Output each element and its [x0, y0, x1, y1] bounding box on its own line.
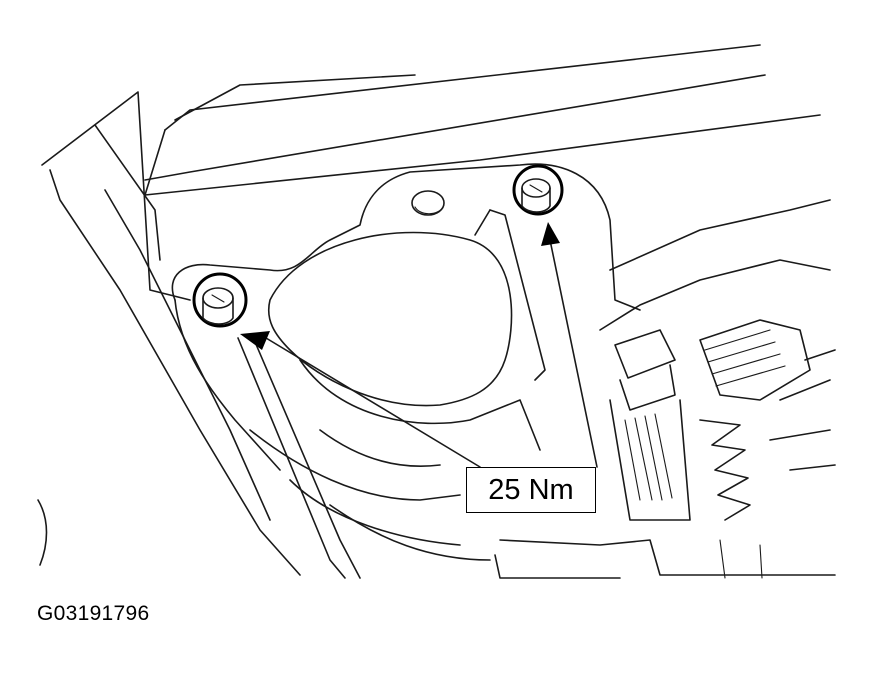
- cover-side: [144, 129, 166, 196]
- mount-lower-body: [249, 429, 461, 546]
- cover-top-edge: [174, 74, 416, 121]
- bolt-right-icon: [512, 164, 564, 216]
- arrowhead-left: [240, 331, 270, 350]
- rod-line-1: [237, 337, 346, 579]
- cover-front-edge: [144, 74, 766, 181]
- bolt-left-icon: [192, 272, 248, 328]
- strut-right: [489, 209, 546, 381]
- rod-line-2: [251, 334, 361, 579]
- bracket-outline: [171, 163, 641, 311]
- mount-dome-base: [299, 359, 541, 451]
- base-plate: [499, 539, 836, 576]
- torque-callout: 25 Nm: [466, 467, 596, 513]
- right-edge-parts: [769, 349, 836, 471]
- base-vertical: [719, 539, 763, 579]
- connector-right: [699, 319, 811, 401]
- leader-line-right: [549, 239, 598, 468]
- harness-lines: [624, 413, 673, 501]
- connector-clip: [619, 364, 676, 411]
- cover-front-edge-2: [144, 114, 821, 196]
- frame-lower-left: [49, 169, 301, 576]
- frame-lower-left-2: [104, 189, 271, 521]
- bracket-lower: [174, 299, 281, 471]
- strut-right-2: [474, 209, 491, 236]
- figure-id: G03191796: [37, 602, 150, 625]
- connector-body: [614, 329, 676, 379]
- right-housing-2: [599, 259, 831, 331]
- arrowhead-right: [541, 222, 560, 246]
- leader-line-left: [265, 337, 481, 468]
- sawtooth-part: [699, 419, 751, 521]
- harness-outline: [609, 399, 691, 521]
- bracket-hole: [411, 190, 445, 216]
- bracket-hole-inner: [414, 206, 444, 215]
- connector-ribs: [704, 329, 786, 387]
- clip-curve: [37, 499, 48, 566]
- base-plate-2: [494, 554, 621, 579]
- cover-top-edge-2: [164, 44, 761, 131]
- mount-lower-body-2: [319, 429, 491, 561]
- right-housing-top: [609, 199, 831, 271]
- frame-outline-left: [41, 91, 191, 301]
- frame-outline-inner: [94, 124, 161, 261]
